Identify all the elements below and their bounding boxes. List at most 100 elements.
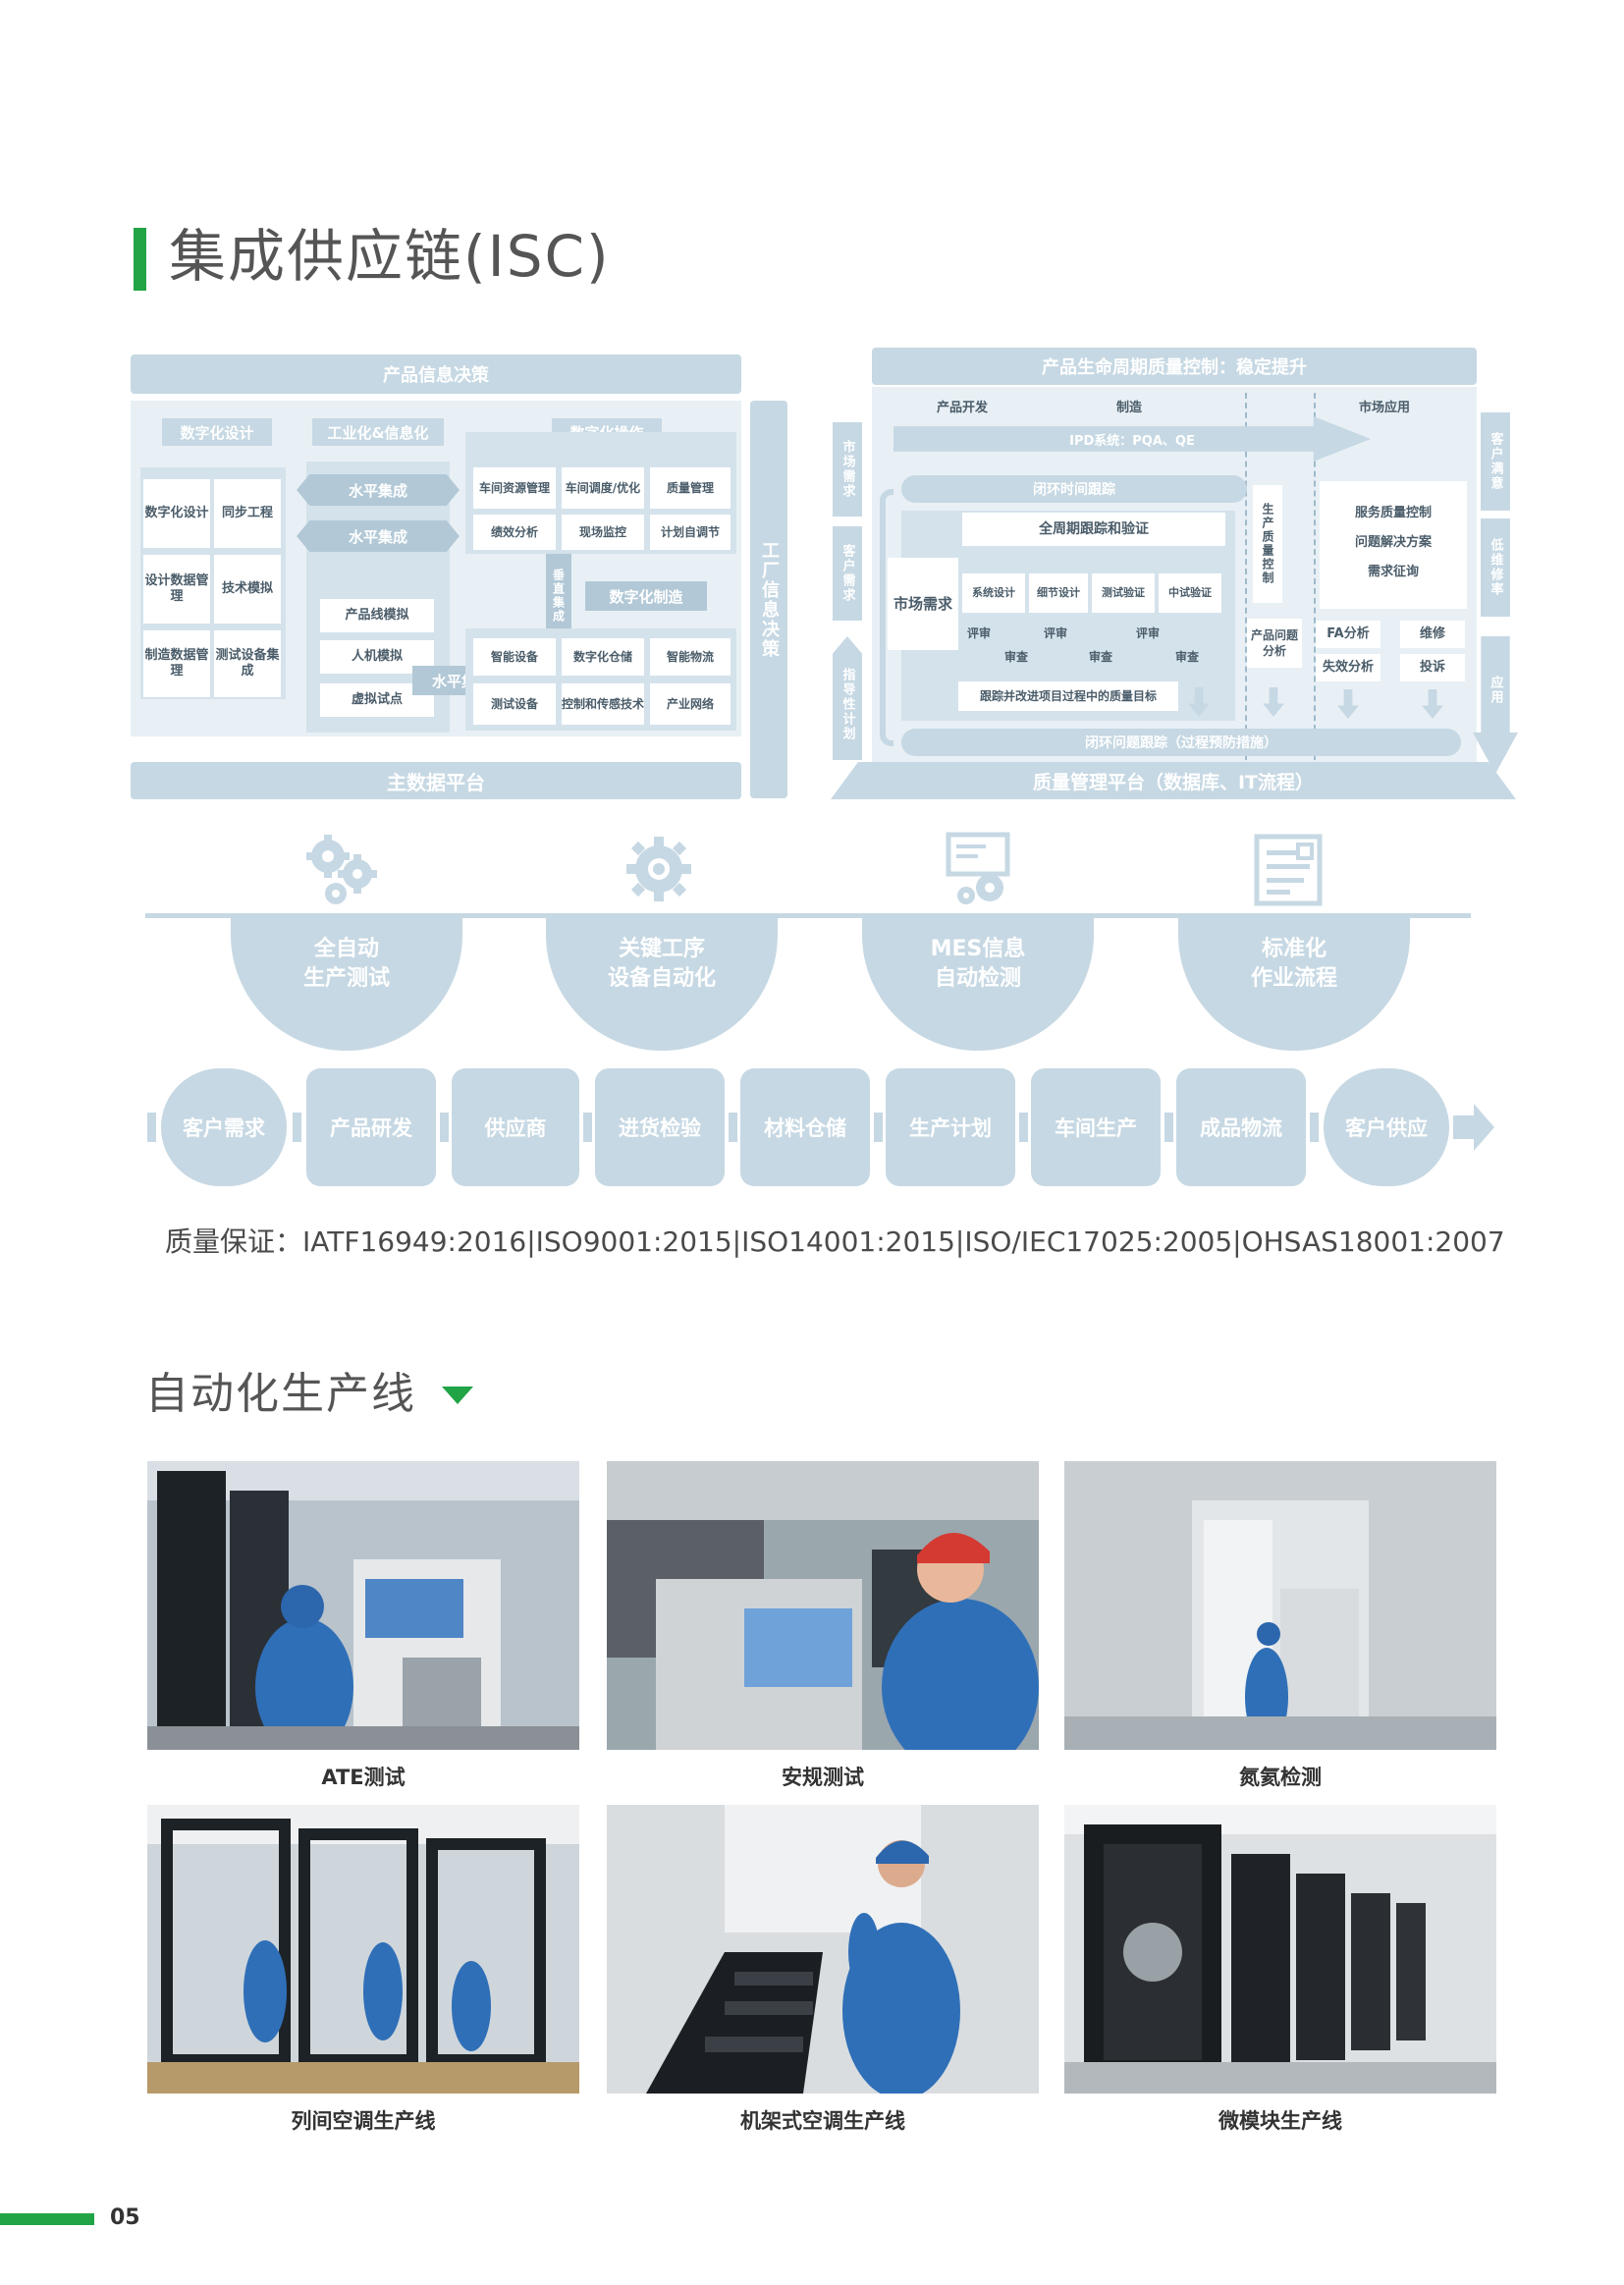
complaint: 投诉 <box>1400 654 1465 681</box>
label-application: 应用 <box>1473 636 1518 774</box>
photo-rack-ac-line <box>607 1805 1039 2094</box>
flow-end-arrow <box>1453 1104 1494 1151</box>
service-box <box>1320 481 1467 609</box>
review-3: 评审 <box>1135 626 1160 640</box>
pillar-3-line2: 自动检测 <box>934 966 1021 991</box>
cell-smart-logistics: 智能物流 <box>650 638 731 676</box>
pillar-line <box>145 913 1471 918</box>
review-2: 评审 <box>1043 626 1067 640</box>
label-guidance-plan: 指导性计划 <box>833 636 862 760</box>
caption-nitrogen-helium: 氮氦检测 <box>1239 1766 1322 1789</box>
process-rnd: 产品研发 <box>306 1068 436 1186</box>
left-bottom-banner: 主数据平台 <box>131 762 741 799</box>
pillar-2-line2: 设备自动化 <box>607 966 716 991</box>
section-title: 自动化生产线 <box>145 1369 416 1419</box>
failure-analysis: 失效分析 <box>1316 654 1380 681</box>
pillar-key-process: 关键工序 设备自动化 <box>546 913 778 1051</box>
flow-bar-3 <box>583 1113 592 1142</box>
right-bottom-banner-shape <box>831 762 1516 799</box>
cell-digital-design: 数字化设计 <box>143 479 210 548</box>
cell-tech-sim: 技术模拟 <box>214 555 281 624</box>
caption-safety-test: 安规测试 <box>782 1766 864 1789</box>
production-quality-control: 生产质量控制 <box>1253 485 1282 603</box>
fa-analysis: FA分析 <box>1316 621 1380 648</box>
monitor-gear-icon <box>946 832 1010 904</box>
process-material-storage: 材料仓储 <box>740 1068 870 1186</box>
vertical-integration: 垂直集成 <box>546 554 571 638</box>
col1-header: 数字化设计 <box>162 418 272 446</box>
flow-bar-8 <box>1310 1113 1319 1142</box>
phase-mfg: 制造 <box>1115 400 1142 415</box>
flow-bar-0 <box>147 1113 156 1142</box>
label-customer-satisfaction: 客户满意 <box>1481 412 1510 511</box>
title-accent-bar <box>134 228 146 291</box>
gear-icon <box>626 837 691 901</box>
cell-workshop-resource: 车间资源管理 <box>473 467 556 509</box>
pillar-1-line2: 生产测试 <box>302 966 390 991</box>
photo-nitrogen-helium <box>1064 1461 1496 1750</box>
page-title: 集成供应链(ISC) <box>169 223 611 290</box>
repair: 维修 <box>1400 621 1465 648</box>
cell-industry-network: 产业网络 <box>650 683 731 725</box>
cell-performance: 绩效分析 <box>473 515 556 550</box>
cell-control-sensor: 控制和传感技术 <box>562 683 644 725</box>
quality-assurance: 质量保证：IATF16949:2016|ISO9001:2015|ISO1400… <box>165 1225 1505 1258</box>
horizontal-integration-2: 水平集成 <box>297 520 460 552</box>
phase-divider-1 <box>1245 393 1247 760</box>
flow-bar-7 <box>1164 1113 1173 1142</box>
market-demand-box: 市场需求 <box>888 558 958 650</box>
flow-bar-4 <box>729 1113 737 1142</box>
label-low-repair: 低维修率 <box>1481 518 1510 617</box>
gears-icon <box>306 835 377 904</box>
cell-sync-engineering: 同步工程 <box>214 479 281 548</box>
process-incoming-inspection: 进货检验 <box>595 1068 725 1186</box>
pillar-3-line1: MES信息 <box>930 937 1026 961</box>
demand-inquiry: 需求征询 <box>1367 564 1419 579</box>
flow-bar-2 <box>440 1113 449 1142</box>
cell-test-equip: 测试设备集成 <box>214 630 281 697</box>
cell-digital-storage: 数字化仓储 <box>562 638 644 676</box>
page-number: 05 <box>110 2205 140 2230</box>
horizontal-integration-1: 水平集成 <box>297 474 460 506</box>
service-quality-control: 服务质量控制 <box>1354 505 1432 520</box>
phase-divider-2 <box>1314 393 1316 760</box>
process-production-plan: 生产计划 <box>886 1068 1015 1186</box>
flow-bar-5 <box>874 1113 883 1142</box>
loop-line <box>880 489 893 746</box>
col2-header: 工业化&信息化 <box>312 418 444 446</box>
photo-safety-test <box>607 1461 1039 1750</box>
cell-line-sim: 产品线模拟 <box>320 599 434 632</box>
step-pilot-verify: 中试验证 <box>1159 573 1221 613</box>
process-customer-supply: 客户供应 <box>1324 1068 1449 1186</box>
col3-subheader: 数字化制造 <box>585 581 707 611</box>
process-supplier: 供应商 <box>452 1068 579 1186</box>
photo-micro-module-line <box>1064 1805 1496 2094</box>
photo-row-ac-line <box>147 1805 579 2094</box>
full-cycle-tracking: 全周期跟踪和验证 <box>962 513 1225 546</box>
document-icon <box>1254 834 1323 906</box>
audit-1: 审查 <box>1003 649 1028 664</box>
pillar-1-line1: 全自动 <box>313 937 379 961</box>
caption-rack-ac-line: 机架式空调生产线 <box>740 2109 905 2133</box>
pillar-mes: MES信息 自动检测 <box>862 913 1094 1051</box>
closed-loop-tracking: 闭环时间跟踪 <box>901 475 1247 503</box>
problem-solution: 问题解决方案 <box>1354 534 1432 550</box>
pillar-standard: 标准化 作业流程 <box>1178 913 1410 1051</box>
cell-quality-mgmt: 质量管理 <box>650 467 731 509</box>
audit-3: 审查 <box>1174 649 1199 664</box>
audit-2: 审查 <box>1088 649 1112 664</box>
phase-market: 市场应用 <box>1358 400 1410 415</box>
cell-site-monitor: 现场监控 <box>562 515 644 550</box>
factory-info-vertical: 工厂信息决策 <box>750 401 787 798</box>
step-test-verify: 测试验证 <box>1092 573 1155 613</box>
process-logistics: 成品物流 <box>1176 1068 1306 1186</box>
photo-ate-test <box>147 1461 579 1750</box>
footer-accent-bar <box>0 2213 94 2225</box>
step-detail-design: 细节设计 <box>1029 573 1088 613</box>
phase-dev: 产品开发 <box>936 400 988 415</box>
right-top-banner: 产品生命周期质量控制：稳定提升 <box>872 348 1477 385</box>
product-problem-analysis: 产品问题分析 <box>1247 619 1302 668</box>
right-bottom-banner: 质量管理平台（数据库、IT流程） <box>1032 771 1315 793</box>
cell-plan-adjust: 计划自调节 <box>650 515 731 550</box>
caption-ate-test: ATE测试 <box>321 1766 406 1789</box>
